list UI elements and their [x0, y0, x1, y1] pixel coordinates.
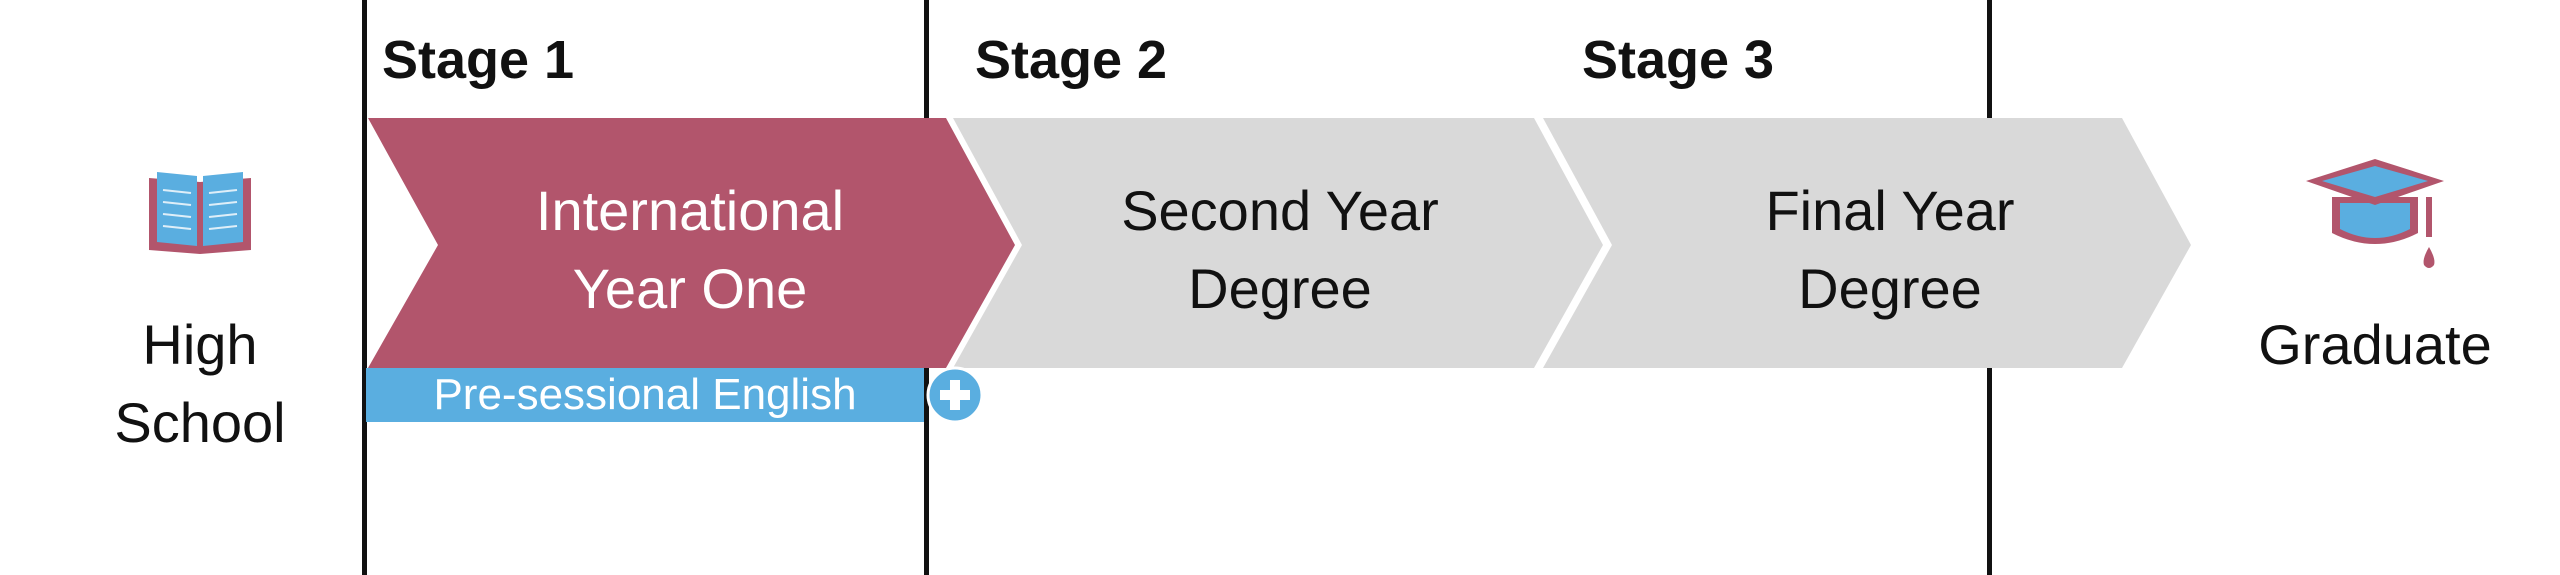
- stage-2-title-line-1: Second Year: [1121, 179, 1439, 242]
- pre-sessional-english-banner: Pre-sessional English: [366, 368, 924, 422]
- stage-1-title: International Year One: [440, 170, 940, 330]
- stage-2-title-line-2: Degree: [1188, 257, 1372, 320]
- chevron-stage-2: [953, 118, 1603, 368]
- chevron-stage-3: [1543, 118, 2191, 368]
- graduation-cap-icon: [2306, 159, 2444, 268]
- stage-1-title-line-2: Year One: [572, 257, 808, 320]
- start-label: High School: [60, 306, 340, 462]
- chevron-stage-1: [368, 118, 1015, 368]
- start-label-line-2: School: [114, 391, 286, 454]
- divider-line-stage-1-start: [362, 0, 367, 575]
- start-label-line-1: High: [142, 313, 258, 376]
- stage-3-label: Stage 3: [1582, 30, 1775, 90]
- stage-1-label: Stage 1: [382, 30, 575, 90]
- stage-2-label: Stage 2: [975, 30, 1168, 90]
- end-label: Graduate: [2258, 313, 2492, 376]
- stage-2-title: Second Year Degree: [1030, 170, 1530, 330]
- book-icon: [149, 172, 251, 254]
- stage-3-title: Final Year Degree: [1640, 170, 2140, 330]
- stage-3-title-line-1: Final Year: [1765, 179, 2015, 242]
- stage-3-title-line-2: Degree: [1798, 257, 1982, 320]
- plus-circle-icon: [926, 366, 984, 424]
- stage-1-title-line-1: International: [535, 179, 845, 242]
